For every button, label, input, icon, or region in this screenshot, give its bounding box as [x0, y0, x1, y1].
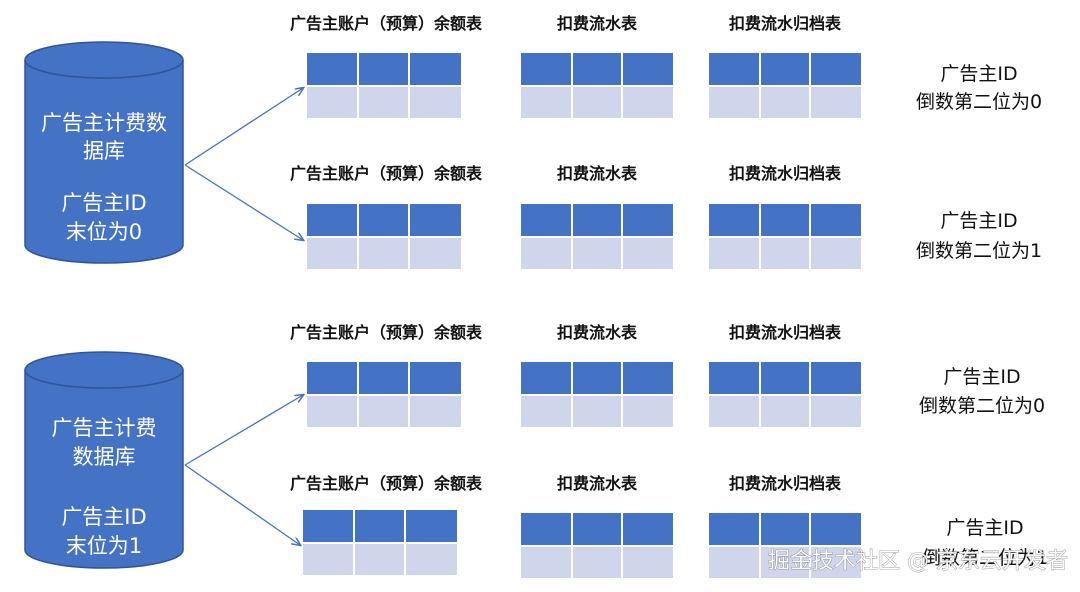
database-1-rule-line-2: 末位为1 — [66, 534, 142, 558]
table-label-balance: 广告主账户（预算）余额表 — [290, 323, 483, 342]
shard-rule-line-2: 倒数第二位为1 — [922, 547, 1048, 569]
table-label-balance: 广告主账户（预算）余额表 — [290, 474, 483, 493]
database-0: 广告主计费数 据库 广告主ID 末位为0 广告主账户（预算）余额表 扣费流水表 … — [24, 14, 1042, 269]
table-grid-deduction-flow — [521, 362, 673, 427]
arrow-db1-shard0 — [184, 395, 303, 466]
table-grid-deduction-flow — [521, 53, 673, 118]
shard-db0-0: 广告主账户（预算）余额表 扣费流水表 扣费流水归档表 广告主ID — [290, 14, 1042, 118]
database-0-name-line-1: 广告主计费数 — [41, 111, 167, 135]
shard-db1-1: 广告主账户（预算）余额表 扣费流水表 扣费流水归档表 广告主ID — [290, 474, 1048, 578]
table-label-balance: 广告主账户（预算）余额表 — [290, 164, 483, 183]
shard-rule-line-2: 倒数第二位为0 — [919, 395, 1045, 417]
shard-rule-line-2: 倒数第二位为0 — [916, 91, 1042, 113]
table-label-deduction-flow: 扣费流水表 — [557, 14, 638, 33]
database-cylinder-1 — [24, 351, 184, 569]
table-grid-deduction-archive — [709, 204, 861, 269]
table-label-deduction-archive: 扣费流水归档表 — [729, 164, 842, 183]
database-0-rule-line-2: 末位为0 — [66, 220, 142, 244]
table-grid-balance — [307, 204, 461, 269]
shard-db1-0: 广告主账户（预算）余额表 扣费流水表 扣费流水归档表 广告主ID — [290, 323, 1045, 427]
shard-rule-line-1: 广告主ID — [940, 63, 1017, 85]
table-label-deduction-archive: 扣费流水归档表 — [729, 323, 842, 342]
arrow-db0-shard1 — [184, 164, 303, 240]
table-grid-deduction-flow — [521, 204, 673, 269]
shard-rule-line-1: 广告主ID — [940, 210, 1017, 232]
table-grid-deduction-archive — [709, 53, 861, 118]
table-label-deduction-flow: 扣费流水表 — [557, 323, 638, 342]
table-label-deduction-flow: 扣费流水表 — [557, 474, 638, 493]
table-grid-balance — [303, 510, 457, 575]
database-0-name-line-2: 据库 — [83, 139, 125, 163]
table-grid-balance — [307, 53, 461, 118]
database-1: 广告主计费 数据库 广告主ID 末位为1 广告主账户（预算）余额表 扣费流水表 … — [24, 323, 1048, 578]
watermark: 掘金技术社区 @ 京东云开发者 — [768, 549, 1068, 574]
database-1-rule-line-1: 广告主ID — [61, 505, 146, 529]
shard-db0-1: 广告主账户（预算）余额表 扣费流水表 扣费流水归档表 广告主ID — [290, 164, 1042, 269]
arrow-db1-shard1 — [184, 464, 300, 545]
shard-rule-line-2: 倒数第二位为1 — [916, 240, 1042, 262]
database-cylinder-0 — [24, 41, 184, 264]
database-0-rule-line-1: 广告主ID — [61, 191, 146, 215]
shard-rule-line-1: 广告主ID — [946, 517, 1023, 539]
table-label-deduction-archive: 扣费流水归档表 — [729, 474, 842, 493]
database-1-name-line-2: 数据库 — [73, 445, 136, 469]
table-grid-deduction-archive — [709, 513, 861, 578]
arrow-db0-shard0 — [184, 88, 303, 166]
table-label-deduction-flow: 扣费流水表 — [557, 164, 638, 183]
table-label-balance: 广告主账户（预算）余额表 — [290, 14, 483, 33]
table-grid-balance — [307, 362, 461, 427]
shard-rule-line-1: 广告主ID — [943, 366, 1020, 388]
table-label-deduction-archive: 扣费流水归档表 — [729, 14, 842, 33]
table-grid-deduction-archive — [709, 362, 861, 427]
table-grid-deduction-flow — [521, 513, 673, 578]
database-1-name-line-1: 广告主计费 — [52, 416, 157, 440]
